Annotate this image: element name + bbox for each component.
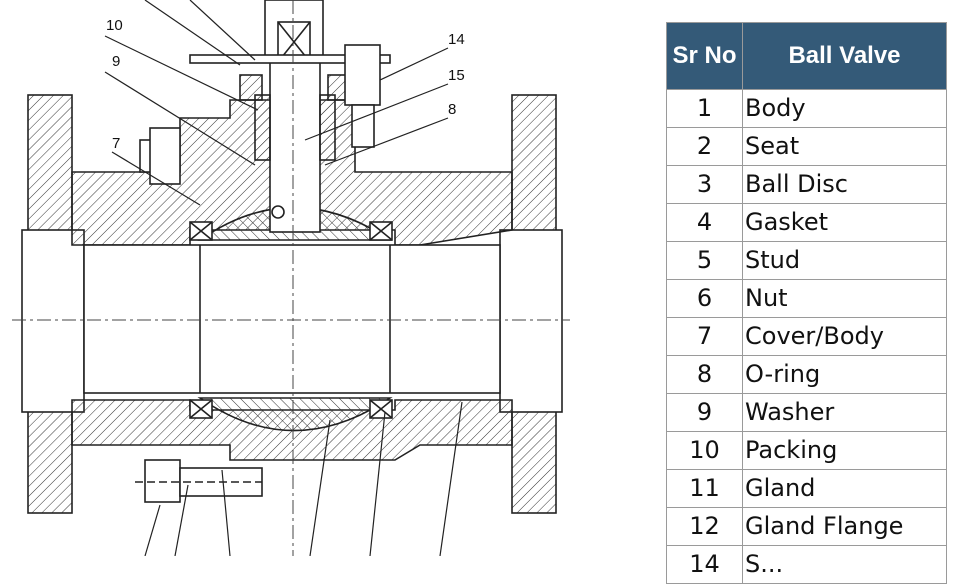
callout-label: 14: [448, 31, 465, 48]
part-number: 3: [666, 165, 743, 204]
part-number: 11: [666, 469, 743, 508]
part-name: Stud: [742, 241, 947, 280]
part-name: Nut: [742, 279, 947, 318]
part-number: 1: [666, 89, 743, 128]
part-number: 9: [666, 393, 743, 432]
part-name: O-ring: [742, 355, 947, 394]
bore: [83, 244, 501, 394]
parts-table-header: Sr No Ball Valve: [666, 22, 947, 90]
part-name: S...: [742, 545, 947, 584]
callout-label: 15: [448, 67, 465, 84]
part-name: Seat: [742, 127, 947, 166]
center-lines: [12, 0, 570, 556]
part-name: Packing: [742, 431, 947, 470]
callout-label: 9: [112, 53, 120, 70]
part-number: 8: [666, 355, 743, 394]
header-ball-valve: Ball Valve: [742, 22, 947, 90]
bottom-bolt: [135, 459, 263, 503]
part-name: Gasket: [742, 203, 947, 242]
valve-cross-section-drawing: 10 9 7 14 15 8: [12, 0, 570, 556]
callout-label: 7: [112, 135, 120, 152]
flange-right: [499, 94, 563, 514]
callout-label: 8: [448, 101, 456, 118]
part-number: 14: [666, 545, 743, 584]
part-number: 5: [666, 241, 743, 280]
part-name: Body: [742, 89, 947, 128]
part-name: Washer: [742, 393, 947, 432]
part-name: Ball Disc: [742, 165, 947, 204]
stem: [189, 0, 391, 233]
header-sr-no: Sr No: [666, 22, 743, 90]
part-number: 2: [666, 127, 743, 166]
part-number: 12: [666, 507, 743, 546]
part-number: 7: [666, 317, 743, 356]
seats: [189, 221, 393, 419]
leader-lines: [104, 0, 463, 556]
part-name: Cover/Body: [742, 317, 947, 356]
callout-label: 10: [106, 17, 123, 34]
callout-labels: 10 9 7 14 15 8: [106, 17, 465, 152]
part-name: Gland Flange: [742, 507, 947, 546]
part-number: 10: [666, 431, 743, 470]
part-name: Gland: [742, 469, 947, 508]
flange-left: [21, 94, 85, 514]
part-number: 6: [666, 279, 743, 318]
part-number: 4: [666, 203, 743, 242]
